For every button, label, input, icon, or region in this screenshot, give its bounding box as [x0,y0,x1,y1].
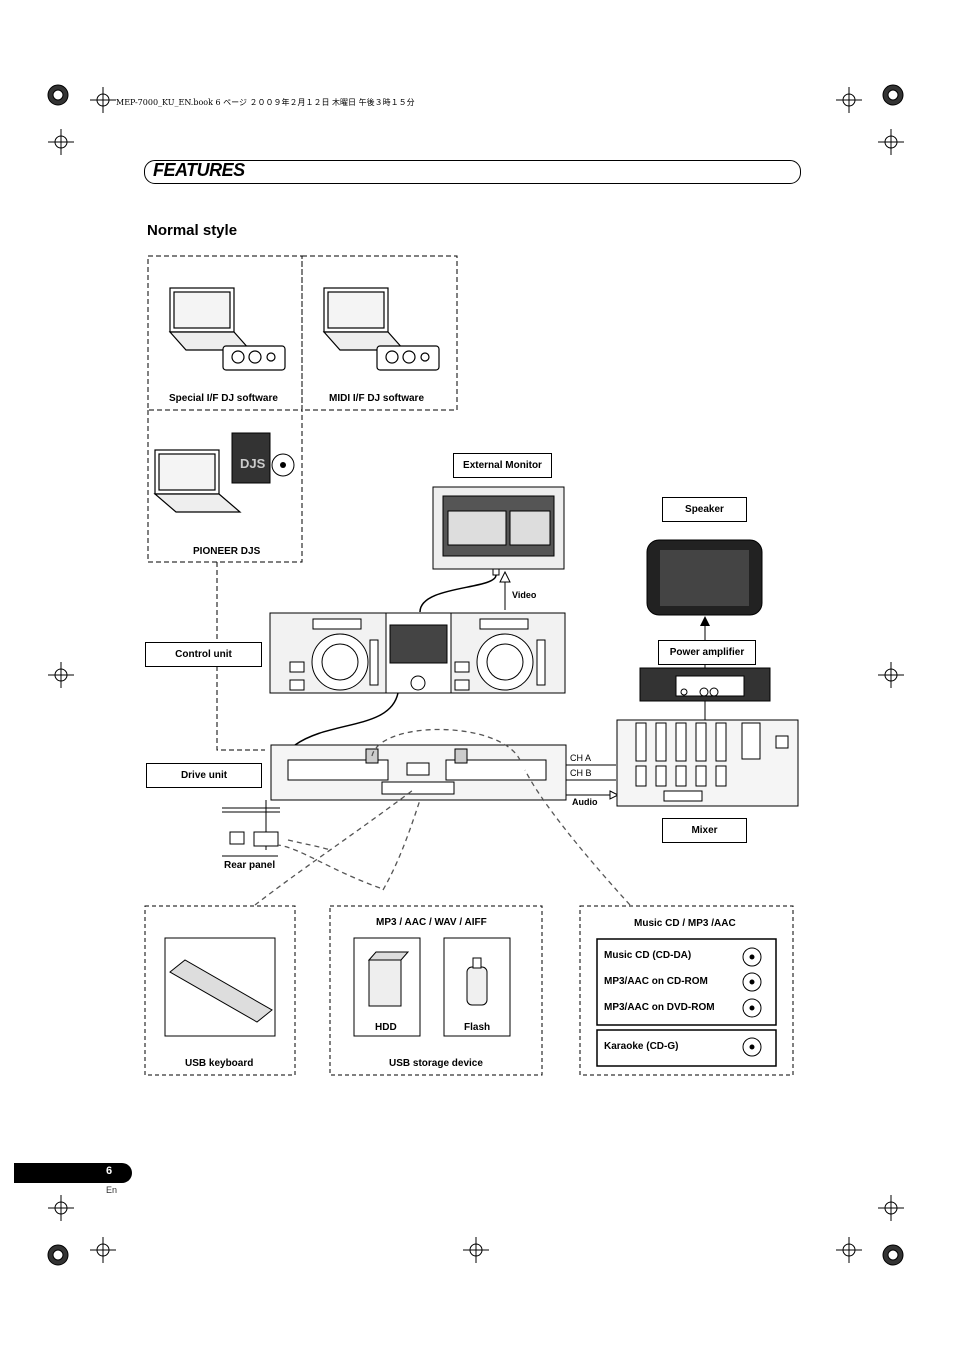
speaker-label: Speaker [662,497,747,522]
speaker-icon [646,539,763,616]
video-label: Video [512,590,537,600]
flash-drive-icon [443,937,511,1037]
usb-keyboard-icon [164,937,276,1037]
external-monitor-icon [432,486,565,576]
monitor-cable [419,574,497,613]
disc-media-item: Music CD (CD-DA) [604,950,692,961]
flash-label: Flash [464,1022,491,1033]
video-arrow [499,570,511,610]
control-unit-icon [269,612,566,694]
audio-label: Audio [572,797,598,807]
drive-unit-label: Drive unit [146,763,262,788]
karaoke-label: Karaoke (CD-G) [604,1041,679,1052]
power-amplifier-icon [639,667,771,702]
bottom-dashed-boxes [144,905,794,1076]
title-bar [144,160,801,184]
usb-storage-label: USB storage device [389,1058,483,1069]
special-if-label: Special I/F DJ software [169,393,278,404]
laptop-icon [322,287,440,371]
external-monitor-label: External Monitor [453,453,552,478]
print-header: MEP-7000_KU_EN.book 6 ページ ２００９年２月１２日 木曜日… [116,98,415,107]
laptop-icon [168,287,286,371]
control-cable [294,692,399,746]
rear-panel-icon [222,800,280,857]
disc-media-item: MP3/AAC on CD-ROM [604,976,708,987]
disc-media-item: MP3/AAC on DVD-ROM [604,1002,715,1013]
ch-a-label: CH A [570,753,592,763]
laptop-icon [153,449,242,513]
ch-b-label: CH B [570,768,592,778]
hdd-label: HDD [375,1022,397,1033]
registration-marks [47,84,904,1266]
drive-unit-icon [270,744,567,801]
usb-links [254,728,631,906]
page-number: 6 [106,1165,113,1177]
software-dashed-boxes [147,255,458,563]
usb-keyboard-label: USB keyboard [185,1058,254,1069]
power-amplifier-label: Power amplifier [658,640,756,665]
channel-lines [566,764,620,800]
control-unit-label: Control unit [145,642,262,667]
pioneer-djs-label: PIONEER DJS [193,546,261,557]
section-title: FEATURES [153,160,245,180]
midi-if-label: MIDI I/F DJ software [329,393,425,404]
djs-link [216,562,265,751]
storage-formats-label: MP3 / AAC / WAV / AIFF [376,917,487,928]
subtitle: Normal style [147,222,238,239]
language-code: En [106,1185,118,1195]
software-box-icon: DJS [231,432,295,484]
djs-box-label: DJS [240,456,266,471]
mixer-icon [616,719,799,807]
hdd-icon [353,937,421,1037]
mixer-label: Mixer [662,818,747,843]
page-number-tab [14,1163,132,1183]
music-cd-header: Music CD / MP3 /AAC [634,918,736,929]
disc-media-boxes [596,938,777,1067]
rear-panel-label: Rear panel [224,860,276,871]
